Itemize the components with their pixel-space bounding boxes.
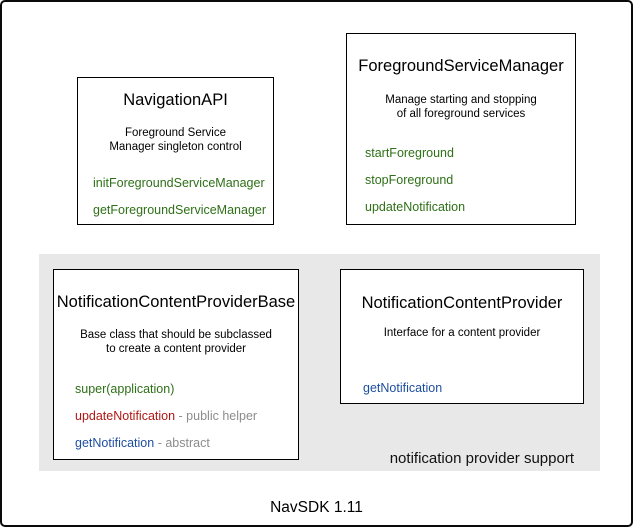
- method-list: startForeground stopForeground updateNotif…: [347, 147, 575, 214]
- notification-content-provider-base-box: NotificationContentProviderBase Base cla…: [53, 269, 299, 460]
- foreground-service-manager-box: ForegroundServiceManager Manage starting…: [346, 33, 576, 225]
- method-row: getForegroundServiceManager: [93, 204, 273, 217]
- navigation-api-box: NavigationAPI Foreground Service Manager…: [77, 77, 274, 225]
- box-description-line: Interface for a content provider: [383, 327, 541, 339]
- box-description-line: Manage starting and stopping: [385, 94, 537, 106]
- method-label: super(application): [75, 382, 175, 396]
- method-row: super(application): [75, 383, 298, 396]
- method-row: stopForeground: [365, 174, 575, 187]
- box-description-line: Base class that should be subclassed: [80, 329, 272, 341]
- method-annotation: - abstract: [154, 436, 210, 450]
- method-label: stopForeground: [365, 173, 454, 187]
- method-label: startForeground: [365, 146, 454, 160]
- box-description-line: to create a content provider: [106, 343, 246, 355]
- box-description-line: of all foreground services: [396, 108, 526, 120]
- method-label: updateNotification: [75, 409, 176, 423]
- method-list: super(application) updateNotification - p…: [54, 383, 298, 450]
- box-title: ForegroundServiceManager: [358, 57, 564, 75]
- panel-label: notification provider support: [389, 450, 574, 467]
- method-label: initForegroundServiceManager: [93, 176, 265, 190]
- box-title: NotificationContentProvider: [361, 294, 563, 312]
- method-label: updateNotification: [365, 200, 466, 214]
- method-row: initForegroundServiceManager: [93, 177, 273, 190]
- method-annotation: - public helper: [175, 409, 258, 423]
- notification-content-provider-box: NotificationContentProvider Interface fo…: [340, 269, 584, 404]
- method-list: getNotification: [341, 382, 583, 395]
- method-label: getForegroundServiceManager: [93, 203, 267, 217]
- box-description: Foreground Service Manager singleton con…: [78, 126, 273, 154]
- box-description: Manage starting and stopping of all fore…: [347, 93, 575, 121]
- method-row: updateNotification: [365, 201, 575, 214]
- method-list: initForegroundServiceManager getForegroun…: [78, 177, 273, 217]
- box-description-line: Manager singleton control: [109, 141, 242, 153]
- method-row: getNotification - abstract: [75, 437, 298, 450]
- method-row: getNotification: [363, 382, 583, 395]
- box-description-line: Foreground Service: [125, 127, 226, 139]
- box-description: Interface for a content provider: [341, 326, 583, 340]
- method-row: updateNotification - public helper: [75, 410, 298, 423]
- box-title: NavigationAPI: [123, 91, 228, 109]
- sdk-version-label: NavSDK 1.11: [270, 499, 363, 516]
- method-row: startForeground: [365, 147, 575, 160]
- method-label: getNotification: [75, 436, 155, 450]
- box-title: NotificationContentProviderBase: [56, 293, 296, 311]
- box-description: Base class that should be subclassed to …: [54, 328, 298, 356]
- method-label: getNotification: [363, 381, 443, 395]
